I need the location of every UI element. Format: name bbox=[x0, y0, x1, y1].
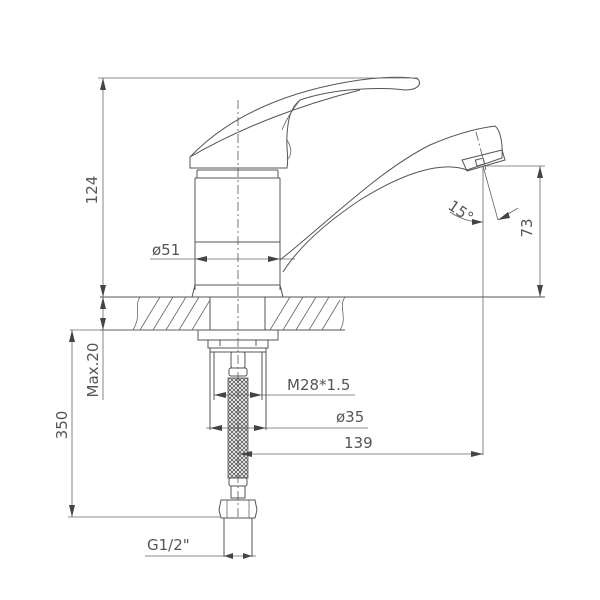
svg-text:15°: 15° bbox=[445, 197, 477, 227]
countertop-section bbox=[100, 296, 545, 331]
dim-mounting-thread: M28*1.5 bbox=[214, 376, 355, 398]
dim-max-deck: Max.20 bbox=[70, 297, 200, 400]
dim-connection-thread: G1/2" bbox=[145, 536, 256, 559]
dim-outlet-height: 73 bbox=[482, 165, 545, 455]
svg-text:M28*1.5: M28*1.5 bbox=[287, 376, 350, 394]
svg-text:G1/2": G1/2" bbox=[147, 536, 190, 554]
dim-body-diameter: ø51 bbox=[150, 241, 295, 262]
svg-text:124: 124 bbox=[83, 176, 101, 205]
svg-text:73: 73 bbox=[518, 218, 536, 237]
svg-text:Max.20: Max.20 bbox=[84, 343, 102, 398]
dim-overall-height: 124 bbox=[83, 77, 418, 297]
svg-text:139: 139 bbox=[344, 434, 373, 452]
dim-outlet-angle: 15° bbox=[445, 165, 519, 227]
svg-text:ø35: ø35 bbox=[336, 408, 364, 426]
spout bbox=[279, 125, 506, 273]
dim-shank-diameter: ø35 bbox=[206, 408, 368, 431]
dim-spout-reach: 139 bbox=[238, 434, 483, 457]
svg-text:ø51: ø51 bbox=[152, 241, 180, 259]
svg-text:350: 350 bbox=[53, 411, 71, 440]
lever-handle bbox=[189, 76, 420, 169]
dim-hose-length: 350 bbox=[53, 330, 220, 518]
faucet-body bbox=[191, 169, 284, 298]
